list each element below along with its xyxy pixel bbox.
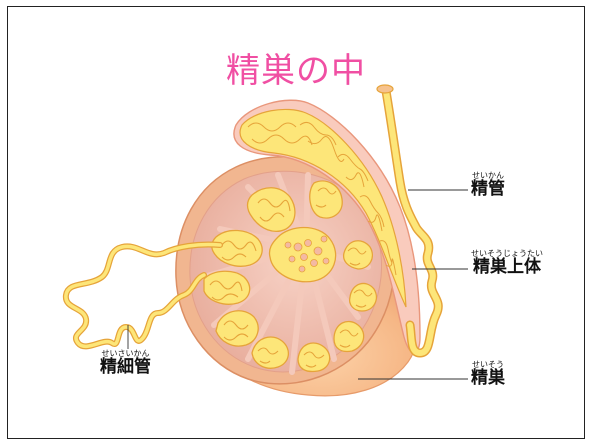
text-seminiferous-tubule: 精細管 bbox=[100, 358, 151, 377]
label-seminiferous-tubule: せいさいかん 精細管 bbox=[100, 349, 151, 377]
label-vas-deferens: せいかん 精管 bbox=[471, 171, 505, 199]
text-epididymis: 精巣上体 bbox=[471, 258, 543, 277]
vas-deferens-cut-end bbox=[377, 85, 393, 93]
label-epididymis: せいそうじょうたい 精巣上体 bbox=[471, 249, 543, 277]
slide-frame: 精巣の中 bbox=[7, 6, 585, 439]
text-vas-deferens: 精管 bbox=[471, 180, 505, 199]
text-testis: 精巣 bbox=[471, 369, 505, 388]
label-testis: せいそう 精巣 bbox=[471, 360, 505, 388]
